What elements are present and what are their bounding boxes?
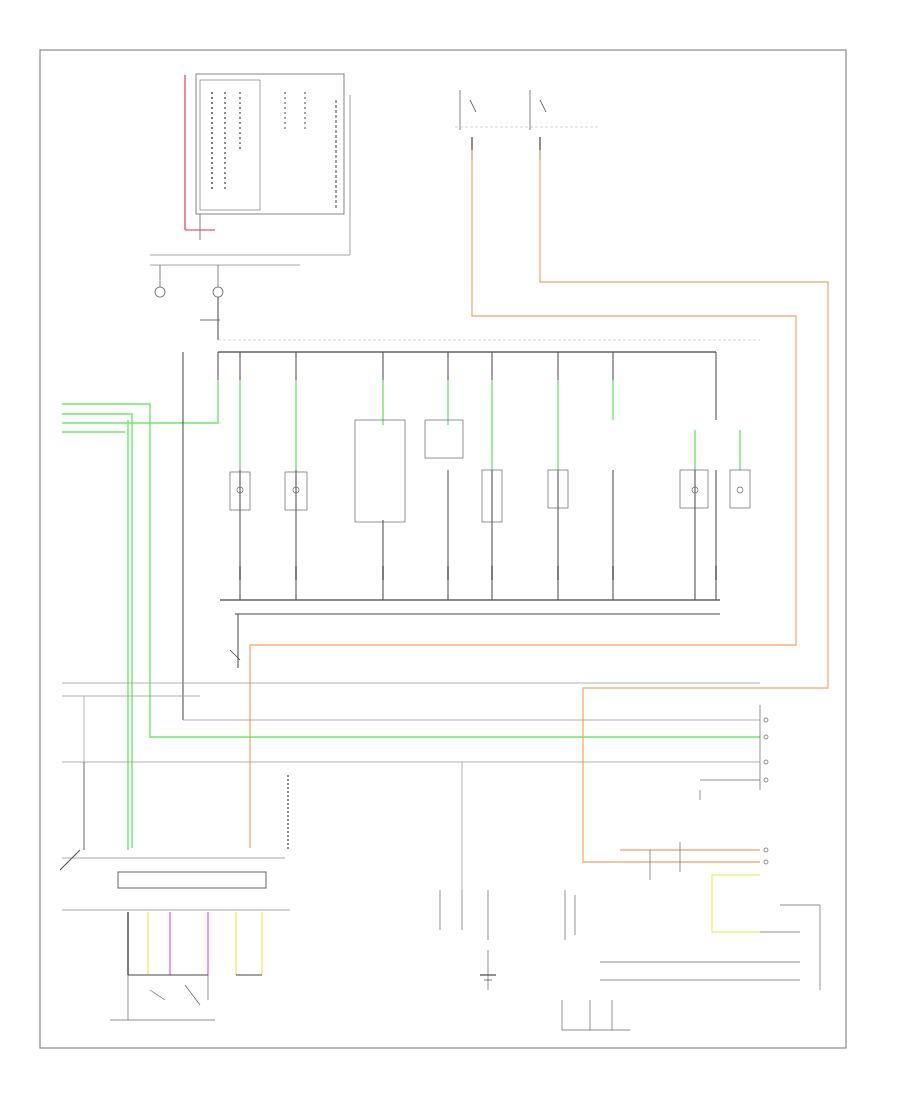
lower-bus xyxy=(220,599,720,668)
right-bottom-lines xyxy=(600,904,821,990)
top-left-connectors xyxy=(154,265,224,340)
diagram-frame xyxy=(39,49,847,1049)
branch-drops xyxy=(182,352,760,721)
bottom-left-switch-block xyxy=(110,975,215,1021)
yellow-loop xyxy=(711,874,760,933)
middle-components xyxy=(229,419,751,523)
bottom-left-colored-wires xyxy=(127,912,263,976)
bottom-center-switches xyxy=(439,890,630,1031)
green-wires xyxy=(62,380,760,850)
orange-wires xyxy=(249,150,829,863)
upper-bus xyxy=(218,339,760,390)
bus-fuse-marks xyxy=(239,566,717,580)
combination-meter-block xyxy=(150,73,351,266)
right-connector-stack xyxy=(649,705,769,880)
multiplex-module xyxy=(59,849,290,911)
top-fuse-block xyxy=(455,90,600,160)
signal-lines xyxy=(62,682,760,890)
